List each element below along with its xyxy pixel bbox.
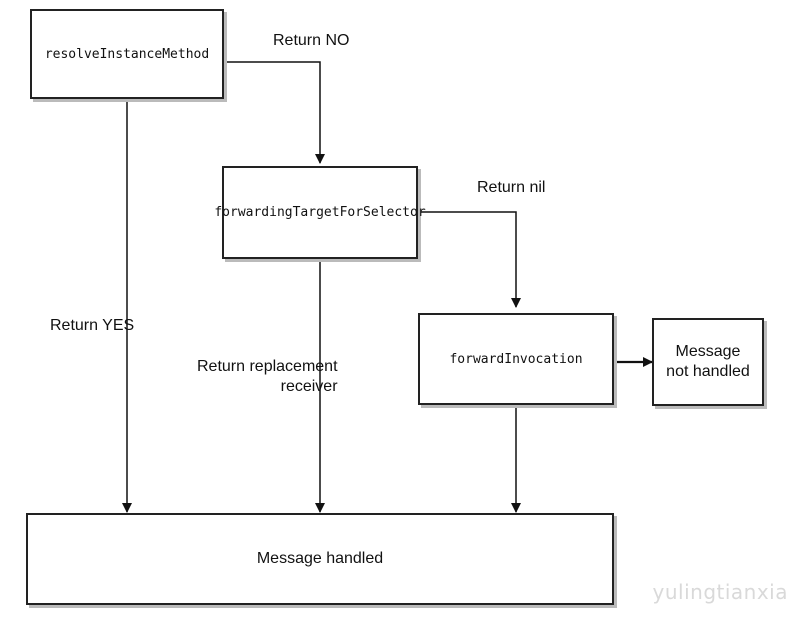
label-return-nil: Return nil: [477, 179, 546, 196]
label-return-replacement-line2: receiver: [280, 378, 338, 395]
label-return-no: Return NO: [273, 32, 350, 49]
label-return-replacement-line1: Return replacement: [197, 358, 338, 375]
node-forward-invocation-label: forwardInvocation: [449, 351, 583, 367]
node-message-not-handled: Message not handled: [652, 318, 764, 406]
node-resolve-label: resolveInstanceMethod: [44, 46, 210, 62]
edge-return-no: [224, 61, 325, 164]
edge-return-nil: [418, 211, 521, 308]
node-resolve-instance-method: resolveInstanceMethod: [30, 9, 224, 99]
node-handled-label: Message handled: [256, 550, 384, 567]
node-not-handled-line1: Message: [675, 343, 741, 360]
node-forwarding-target-label: forwardingTargetForSelector: [214, 205, 426, 220]
node-message-handled: Message handled: [26, 513, 614, 605]
label-return-yes: Return YES: [50, 317, 135, 334]
watermark-text: yulingtianxia: [652, 580, 788, 604]
node-not-handled-line2: not handled: [666, 363, 750, 380]
label-return-replacement: Return replacement receiver: [197, 357, 338, 397]
node-forward-invocation: forwardInvocation: [418, 313, 614, 405]
node-forwarding-target: forwardingTargetForSelector: [214, 166, 426, 259]
